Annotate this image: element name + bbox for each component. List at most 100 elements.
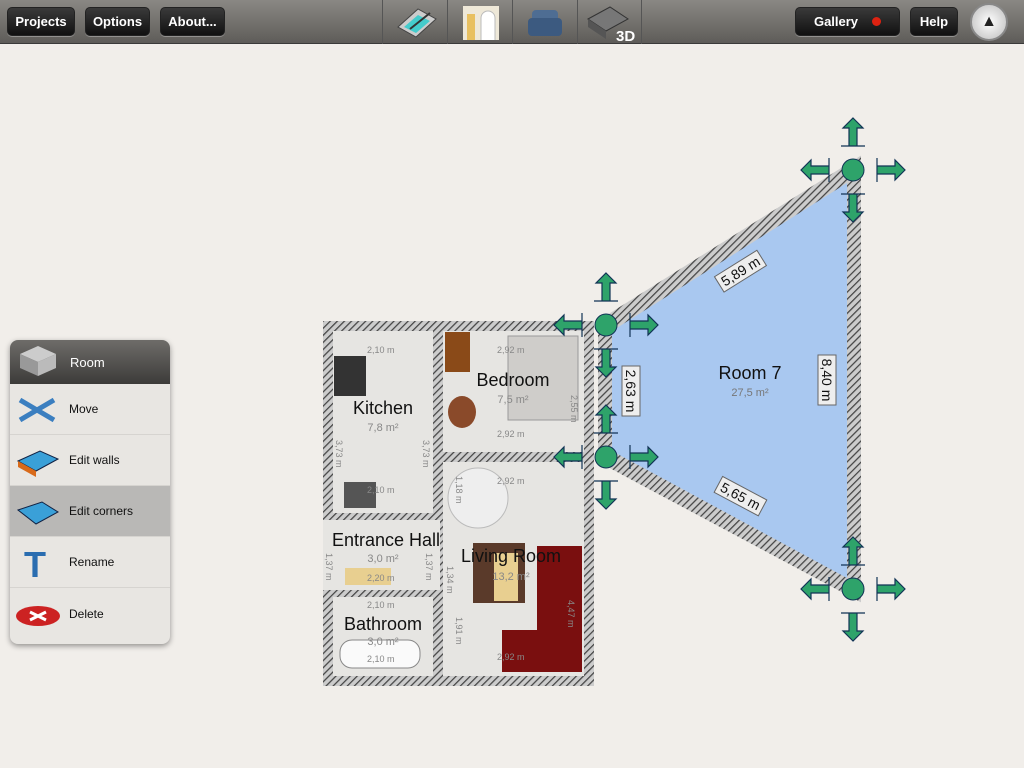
room-icon	[20, 346, 56, 376]
furniture-mode-button[interactable]	[512, 0, 577, 44]
svg-text:2,63 m: 2,63 m	[623, 370, 639, 413]
svg-text:1,37 m: 1,37 m	[424, 553, 434, 581]
room-label-bedroom: Bedroom	[476, 370, 549, 390]
move-arrow-icon[interactable]	[594, 272, 618, 302]
projects-button[interactable]: Projects	[7, 7, 75, 36]
move-arrow-icon[interactable]	[841, 117, 865, 147]
move-arrow-icon[interactable]	[594, 404, 618, 434]
menu-edit-corners[interactable]: Edit corners	[10, 486, 170, 537]
move-arrows-icon	[18, 397, 56, 423]
panel-header: Room	[10, 340, 170, 384]
menu-move[interactable]: Move	[10, 384, 170, 435]
svg-text:2,55 m: 2,55 m	[569, 395, 579, 423]
menu-edit-walls[interactable]: Edit walls	[10, 435, 170, 486]
furniture-armchair-icon	[528, 10, 562, 36]
svg-text:3,0 m²: 3,0 m²	[367, 636, 399, 648]
bathtub	[339, 639, 421, 669]
svg-text:2,20 m: 2,20 m	[367, 573, 395, 583]
room-7[interactable]: 5,89 m 8,40 m 2,63 m 5,65 m Room 7 27,5 …	[553, 117, 906, 642]
room-label-bathroom: Bathroom	[344, 614, 422, 634]
fridge	[334, 356, 366, 396]
svg-text:1,91 m: 1,91 m	[454, 617, 464, 645]
move-arrow-icon[interactable]	[553, 445, 583, 469]
move-arrow-icon[interactable]	[876, 577, 906, 601]
svg-text:2,92 m: 2,92 m	[497, 652, 525, 662]
svg-text:2,92 m: 2,92 m	[497, 345, 525, 355]
move-arrow-icon[interactable]	[800, 158, 830, 182]
svg-text:7,5 m²: 7,5 m²	[497, 394, 529, 406]
svg-text:1,34 m: 1,34 m	[445, 566, 455, 594]
corner-handle[interactable]	[841, 577, 865, 601]
help-button[interactable]: Help	[910, 7, 958, 36]
dim-right: 8,40 m	[817, 354, 837, 406]
corner-handle[interactable]	[594, 445, 618, 469]
corner-handle[interactable]	[594, 313, 618, 337]
floorplan-mode-button[interactable]	[382, 0, 447, 44]
room-living[interactable]	[443, 462, 584, 676]
corner-handle[interactable]	[841, 158, 865, 182]
edit-walls-icon	[16, 450, 60, 477]
move-arrow-icon[interactable]	[629, 313, 659, 337]
sofa	[502, 546, 582, 672]
stove	[344, 482, 376, 508]
options-button[interactable]: Options	[85, 7, 150, 36]
move-arrow-icon[interactable]	[841, 536, 865, 566]
svg-text:2,10 m: 2,10 m	[367, 485, 395, 495]
room-label-living-room: Living Room	[461, 546, 561, 566]
move-arrow-icon[interactable]	[876, 158, 906, 182]
svg-text:13,2 m²: 13,2 m²	[492, 571, 530, 583]
room-kitchen[interactable]	[333, 331, 433, 513]
room-entrance-hall[interactable]	[323, 520, 440, 590]
3d-view-icon: 3D	[586, 6, 635, 43]
svg-text:2,10 m: 2,10 m	[367, 600, 395, 610]
move-arrow-icon[interactable]	[594, 480, 618, 510]
room-bedroom[interactable]	[443, 331, 584, 452]
move-arrow-icon[interactable]	[800, 577, 830, 601]
svg-text:2,10 m: 2,10 m	[367, 345, 395, 355]
move-arrow-icon[interactable]	[629, 445, 659, 469]
about-button[interactable]: About...	[160, 7, 225, 36]
menu-label: Delete	[69, 606, 104, 621]
3d-mode-button[interactable]: 3D	[577, 0, 642, 44]
svg-text:5,65 m: 5,65 m	[718, 479, 763, 513]
svg-text:8,40 m: 8,40 m	[819, 359, 835, 402]
svg-text:3,73 m: 3,73 m	[421, 440, 431, 468]
move-arrow-icon[interactable]	[841, 612, 865, 642]
svg-text:7,8 m²: 7,8 m²	[367, 422, 399, 434]
walls-mode-button[interactable]	[447, 0, 512, 44]
room-label-kitchen: Kitchen	[353, 398, 413, 418]
svg-text:2,92 m: 2,92 m	[497, 476, 525, 486]
notification-dot-icon	[872, 17, 882, 26]
table	[447, 467, 509, 529]
rename-t-icon: T	[24, 545, 46, 579]
room-7-floor[interactable]	[612, 183, 847, 578]
dim-left: 2,63 m	[621, 365, 641, 417]
move-arrow-icon[interactable]	[553, 313, 583, 337]
menu-label: Edit walls	[69, 453, 120, 467]
panel-title: Room	[70, 354, 105, 370]
bench	[345, 568, 391, 585]
wardrobe	[445, 332, 470, 372]
compass-north-icon[interactable]: ▲	[970, 3, 1008, 41]
move-arrow-icon[interactable]	[841, 193, 865, 223]
svg-text:4,47 m: 4,47 m	[566, 600, 576, 628]
delete-icon	[16, 606, 60, 626]
svg-text:T: T	[24, 545, 46, 579]
rug	[473, 543, 525, 603]
top-toolbar: Projects Options About... 3D Gallery Hel…	[0, 0, 1024, 44]
svg-text:3,0 m²: 3,0 m²	[367, 553, 399, 565]
svg-text:5,89 m: 5,89 m	[718, 253, 763, 289]
svg-text:3,73 m: 3,73 m	[334, 440, 344, 468]
move-arrow-icon[interactable]	[594, 348, 618, 378]
armchair	[448, 396, 476, 428]
room-bathroom[interactable]	[333, 597, 433, 676]
room-7-label: Room 7	[718, 363, 781, 383]
menu-delete[interactable]: Delete	[10, 588, 170, 639]
svg-text:1,18 m: 1,18 m	[454, 476, 464, 504]
gallery-button[interactable]: Gallery	[795, 7, 900, 36]
dim-bottom: 5,65 m	[713, 475, 768, 517]
coffee-table	[494, 553, 518, 601]
bed	[507, 335, 579, 421]
